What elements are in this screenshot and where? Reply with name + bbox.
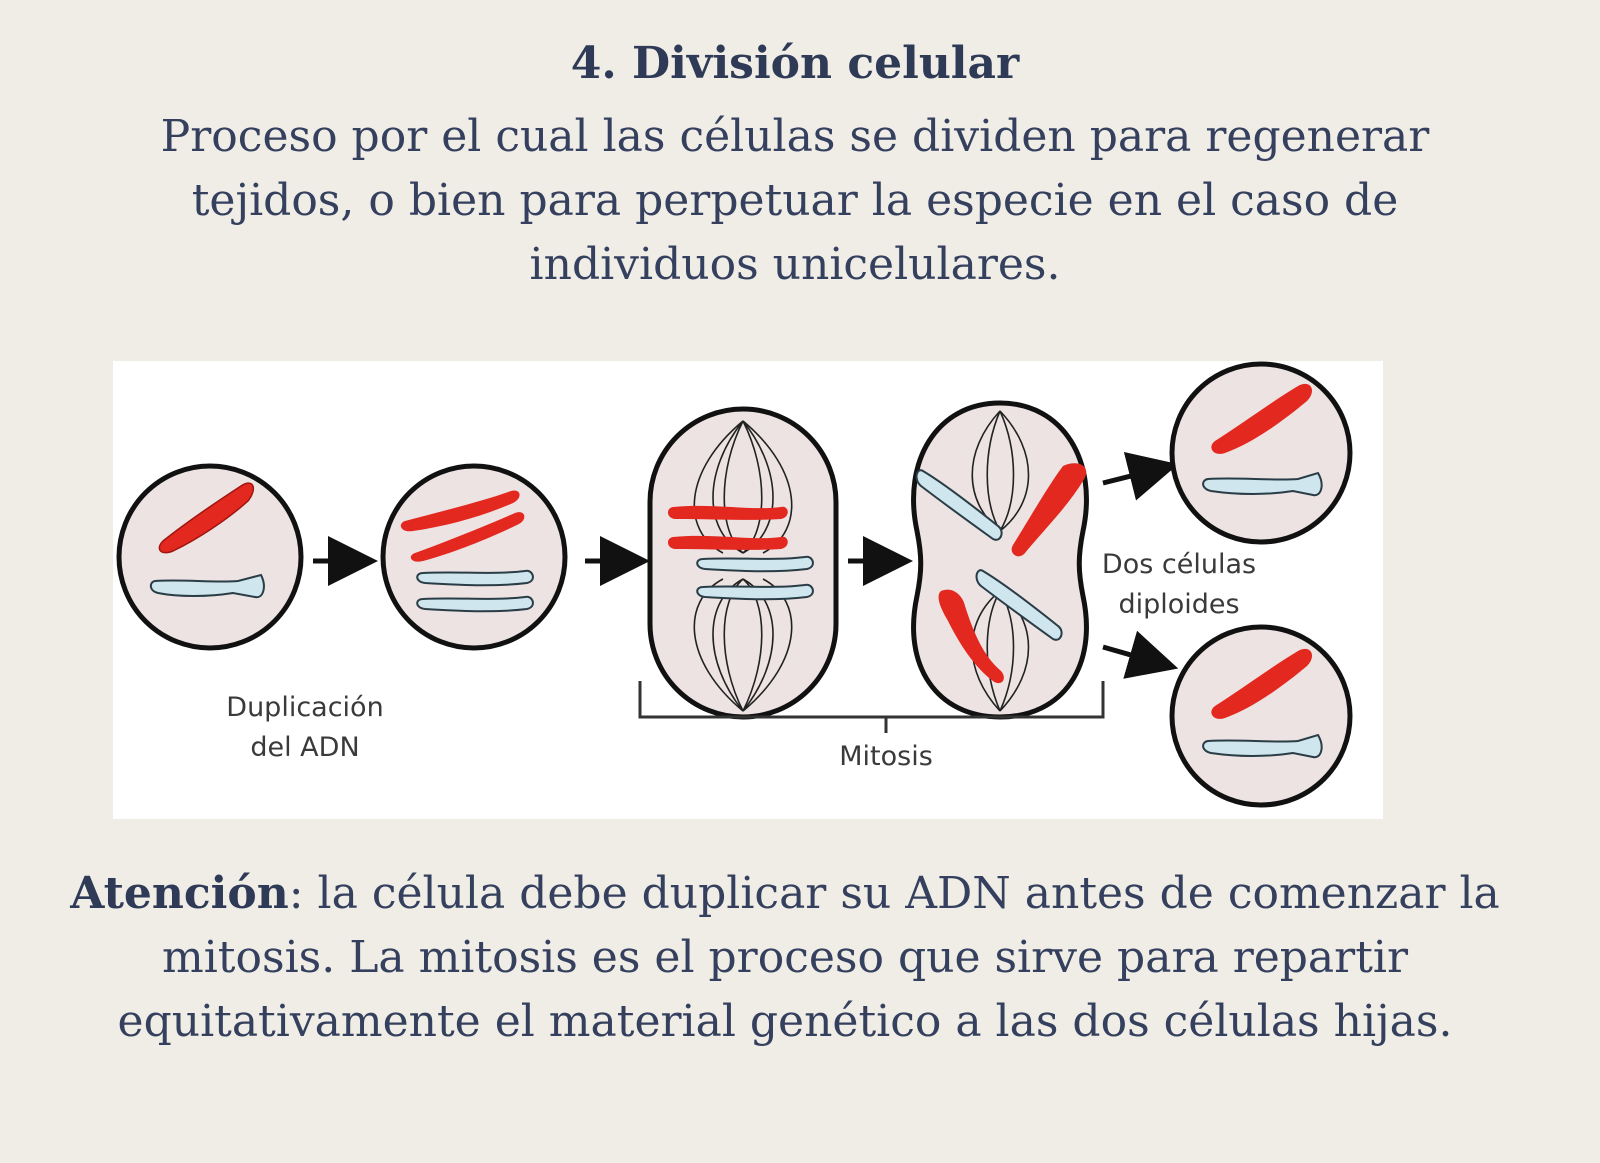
attention-text: : la célula debe duplicar su ADN antes d… xyxy=(118,868,1500,1047)
cell-metaphase xyxy=(650,409,836,717)
slide-title: 4. División celular xyxy=(0,38,1590,89)
label-duplication-line1: Duplicación xyxy=(226,692,383,723)
label-daughters-line1: Dos células xyxy=(1102,549,1256,580)
cell-division-diagram: Duplicación del ADN Mitosis Dos células … xyxy=(113,361,1383,819)
label-mitosis: Mitosis xyxy=(839,741,933,772)
daughter-cell-bottom xyxy=(1172,627,1350,805)
blue-sister-chromatid xyxy=(417,597,533,612)
cell-duplicated xyxy=(383,466,565,648)
attention-label: Atención xyxy=(70,868,289,919)
blue-sister-chromatid xyxy=(417,571,533,586)
cell-interphase xyxy=(119,466,301,648)
arrow-to-daughter-bottom xyxy=(1103,647,1159,663)
label-duplication-line2: del ADN xyxy=(250,732,359,763)
daughter-cell-top xyxy=(1172,364,1350,542)
label-daughters-line2: diploides xyxy=(1118,589,1239,620)
cell-anaphase xyxy=(914,403,1087,717)
blue-chromosome-aligned xyxy=(697,585,813,600)
blue-chromosome-aligned xyxy=(697,557,813,572)
intro-paragraph: Proceso por el cual las células se divid… xyxy=(80,105,1510,297)
attention-note: Atención: la célula debe duplicar su ADN… xyxy=(70,862,1500,1054)
arrow-to-daughter-top xyxy=(1103,469,1159,483)
